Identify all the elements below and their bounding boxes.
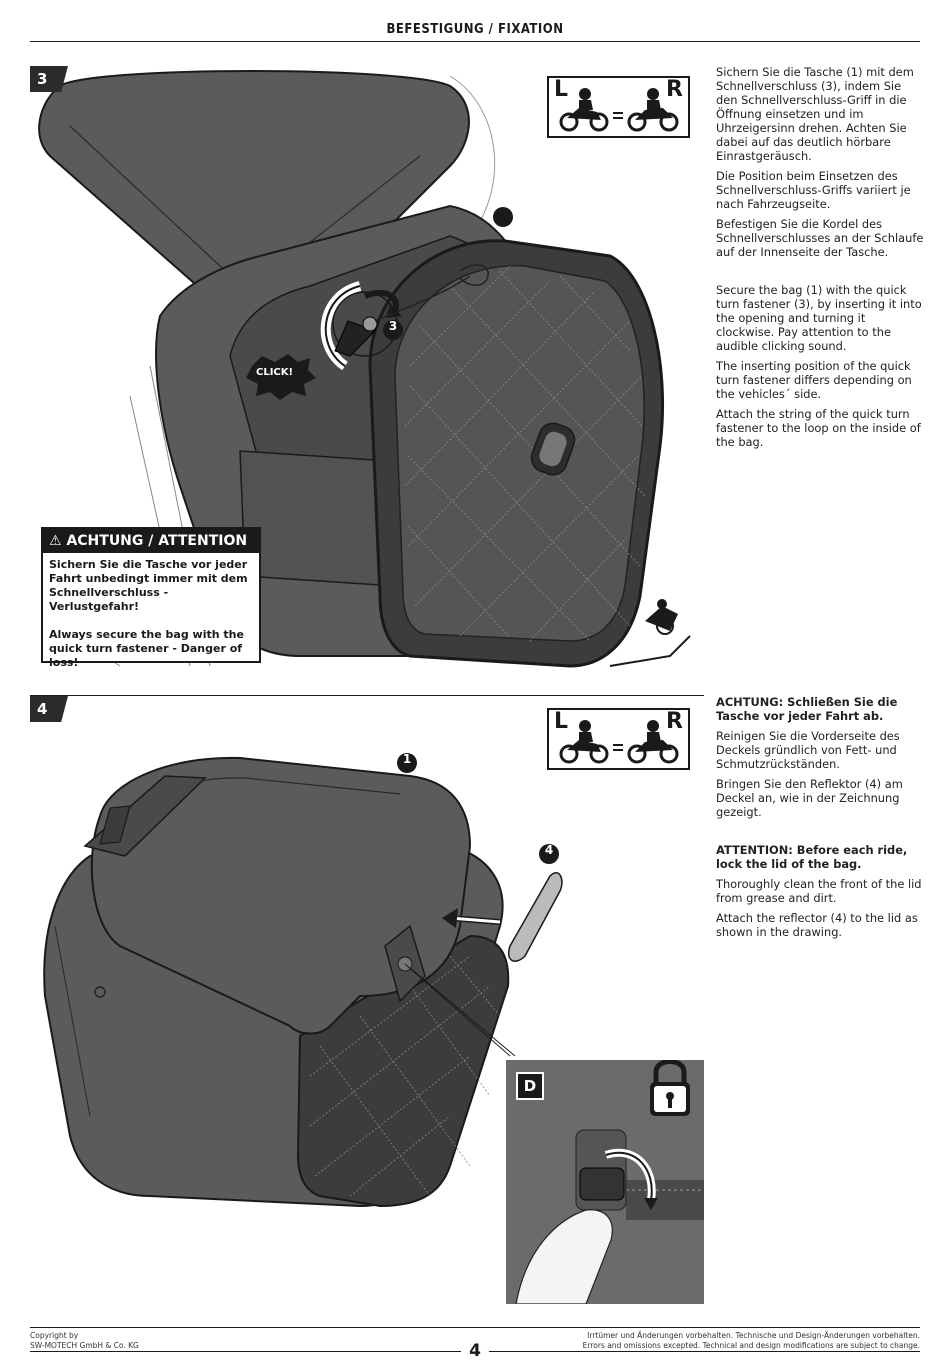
step3-de-paragraph: Befestigen Sie die Kordel des Schnellver… [716, 217, 924, 259]
step4-en-heading: ATTENTION: Before each ride, lock the li… [716, 843, 908, 871]
click-label: CLICK! [256, 367, 294, 378]
detail-d-panel: D [506, 1060, 704, 1304]
header-rule [30, 41, 920, 42]
step3-instructions: Sichern Sie die Tasche (1) mit dem Schne… [716, 65, 926, 455]
step4-bag-drawing [43, 753, 563, 1208]
disclaimer-en: Errors and omissions excepted. Technical… [582, 1341, 920, 1350]
copyright-line2: SW-MOTECH GmbH & Co. KG [30, 1341, 139, 1350]
step4-instructions: ACHTUNG: Schließen Sie die Tasche vor je… [716, 695, 926, 945]
step3-callout-1-label: 1 [529, 206, 539, 220]
disclaimer-de: Irrtümer und Änderungen vorbehalten. Tec… [587, 1331, 920, 1340]
step4-en-paragraph: Attach the reflector (4) to the lid as s… [716, 911, 918, 939]
warning-title: ACHTUNG / ATTENTION [66, 533, 248, 549]
page-number-value: 4 [461, 1341, 489, 1361]
copyright: Copyright by SW-MOTECH GmbH & Co. KG [30, 1331, 139, 1351]
step4-de-heading: ACHTUNG: Schließen Sie die Tasche vor je… [716, 695, 898, 723]
step3-de-paragraph: Sichern Sie die Tasche (1) mit dem Schne… [716, 65, 914, 163]
detail-d-badge: D [516, 1072, 544, 1100]
step4-de-paragraph: Reinigen Sie die Vorderseite des Deckels… [716, 729, 900, 771]
motorcycle-rider-icon [559, 720, 679, 764]
step-4-badge: 4 [30, 696, 68, 722]
key-lock-drawing [515, 1060, 704, 1304]
step3-en-paragraph: Attach the string of the quick turn fast… [716, 407, 921, 449]
step3-en-paragraph: The inserting position of the quick turn… [716, 359, 912, 401]
step4-de-paragraph: Bringen Sie den Reflektor (4) am Deckel … [716, 777, 903, 819]
step4-en-paragraph: Thoroughly clean the front of the lid fr… [716, 877, 922, 905]
warning-box: ⚠ ACHTUNG / ATTENTION Sichern Sie die Ta… [41, 527, 261, 669]
lr-side-indicator: L R [547, 76, 690, 138]
page-number: 4 [0, 1341, 950, 1361]
warning-text-en: Always secure the bag with the quick tur… [49, 628, 244, 669]
warning-triangle-icon: ⚠ [49, 533, 62, 549]
warning-header: ⚠ ACHTUNG / ATTENTION [43, 529, 259, 553]
step-3-badge: 3 [30, 66, 68, 92]
step4-callout-4-label: 4 [544, 843, 554, 857]
section-divider [30, 695, 704, 696]
step4-illustration: 1 4 4 L R [30, 696, 704, 1304]
warning-text-de: Sichern Sie die Tasche vor jeder Fahrt u… [49, 558, 248, 613]
footer-rule [30, 1327, 920, 1328]
lr-left-letter: L [554, 77, 569, 102]
step3-en-paragraph: Secure the bag (1) with the quick turn f… [716, 283, 922, 353]
motorcycle-rider-icon [559, 88, 679, 132]
lr-side-indicator: L R [547, 708, 690, 770]
step4-callout-1-label: 1 [402, 752, 412, 766]
lr-right-letter: R [666, 77, 683, 102]
page-title: BEFESTIGUNG / FIXATION [386, 22, 564, 37]
step3-de-paragraph: Die Position beim Einsetzen des Schnellv… [716, 169, 911, 211]
step3-callout-3-label: 3 [388, 319, 398, 333]
copyright-line1: Copyright by [30, 1331, 79, 1340]
lr-right-letter: R [666, 709, 683, 734]
lr-left-letter: L [554, 709, 569, 734]
disclaimer: Irrtümer und Änderungen vorbehalten. Tec… [583, 1331, 920, 1351]
